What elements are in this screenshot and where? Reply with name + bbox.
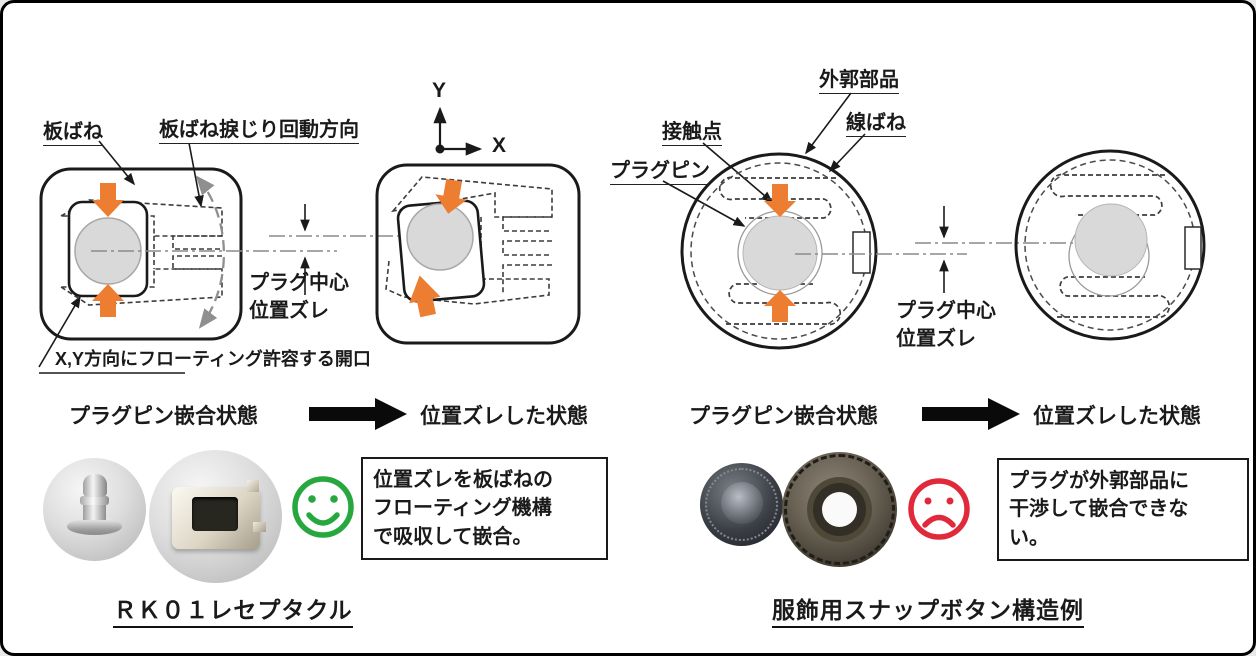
snap-shifted-diagram [1014, 149, 1206, 341]
right-title-wrap: 服飾用スナップボタン構造例 [748, 591, 1108, 628]
socket-knurled-edge [784, 454, 895, 565]
left-title-wrap: ＲＫ０１レセプタクル [63, 591, 403, 628]
plug-pin-photo [43, 458, 146, 561]
label-contact-point: 接触点 [662, 115, 722, 146]
socket-hole [822, 492, 857, 527]
left-title: ＲＫ０１レセプタクル [113, 597, 353, 628]
rotation-arc [195, 175, 226, 329]
right-state-mated-label: プラグピン嵌合状態 [689, 405, 878, 428]
wire-spring [718, 176, 842, 326]
left-result-note: 位置ズレを板ばねの フローティング機構 で吸収して嵌合。 [361, 457, 608, 561]
transition-arrow-left [309, 398, 407, 430]
label-wire-spring: 線ばね [846, 106, 906, 137]
contact-force-arrow-down [764, 184, 796, 217]
axis-y-label: Y [432, 79, 447, 102]
right-title: 服飾用スナップボタン構造例 [772, 597, 1084, 628]
snap-mated-diagram [680, 152, 878, 350]
label-leaf-spring: 板ばね [43, 115, 103, 146]
contact-force-arrow-up [92, 284, 124, 317]
left-offset-dimension-label: プラグ中心 位置ズレ [249, 272, 349, 322]
right-state-shifted-label: 位置ズレした状態 [1033, 405, 1201, 428]
contact-force-arrow-up [764, 290, 796, 322]
receptacle-opening [192, 497, 238, 531]
wire-spring-shifted [1049, 173, 1171, 319]
contact-force-arrow-down [435, 178, 467, 214]
plug-circle-shifted [406, 203, 474, 271]
contact-force-arrow-down [92, 183, 124, 217]
receptacle-mated-diagram [39, 167, 243, 341]
pin-head [83, 474, 107, 497]
receptacle-tab [247, 480, 259, 492]
right-offset-dimension-label: プラグ中心 位置ズレ [896, 300, 996, 350]
right-result-note: プラグが外郭部品に 干渉して嵌合できな い。 [997, 458, 1249, 562]
contact-force-arrow-up [409, 275, 441, 318]
right-leader-lines [662, 92, 866, 227]
left-state-shifted-label: 位置ズレした状態 [420, 405, 588, 428]
snap-socket-photo [782, 452, 897, 567]
snap-stud-photo [700, 463, 783, 546]
label-torsion-direction: 板ばね捩じり回動方向 [159, 113, 359, 144]
pin-stem [83, 504, 106, 520]
xy-axis-icon [433, 106, 483, 156]
transition-arrow-right [922, 398, 1020, 430]
happy-face-icon [292, 476, 354, 538]
pin-flange [67, 518, 122, 535]
left-state-mated-label: プラグピン嵌合状態 [69, 405, 258, 428]
shell-keyway [1184, 226, 1202, 270]
plug-pin-circle [742, 215, 818, 291]
pin-collar [80, 496, 109, 505]
leaf-spring-outline-shifted [385, 176, 553, 305]
receptacle-photo [149, 450, 282, 583]
plug-pin-circle-shifted [1074, 203, 1148, 277]
axis-x-label: X [492, 134, 507, 157]
shell-keyway [852, 231, 871, 274]
stud-dot-ring [705, 468, 778, 541]
label-plug-pin: プラグピン [610, 154, 710, 185]
receptacle-shifted-diagram [375, 163, 581, 345]
sad-face-icon [908, 478, 970, 540]
receptacle-tab [253, 522, 266, 532]
right-dimension [795, 206, 1115, 293]
label-shell: 外郭部品 [819, 63, 899, 94]
label-floating-opening: X,Y方向にフローティング許容する開口 [55, 349, 371, 369]
diagram-linework [38, 92, 1206, 540]
stud-dome [721, 482, 763, 524]
